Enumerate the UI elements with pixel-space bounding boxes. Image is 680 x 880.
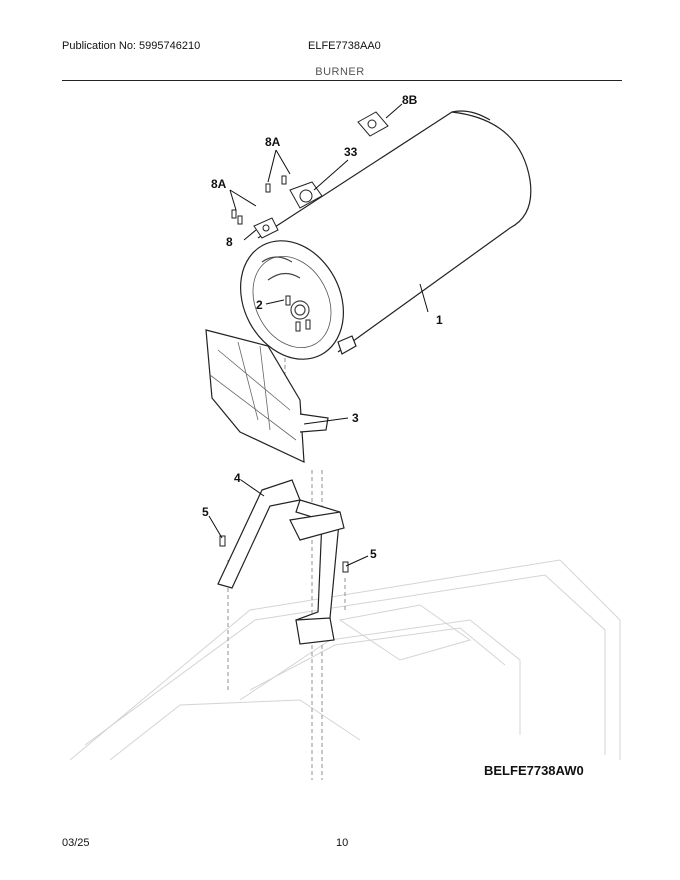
callout-1: 1 <box>436 313 443 327</box>
callout-8: 8 <box>226 235 233 249</box>
model-number: ELFE7738AA0 <box>308 40 381 52</box>
section-title: BURNER <box>315 66 365 78</box>
support-bracket <box>217 479 345 645</box>
callout-33: 33 <box>344 145 358 159</box>
leader-lines <box>208 103 429 567</box>
callout-5-right: 5 <box>370 547 377 561</box>
callout-8A-lower: 8A <box>211 177 227 191</box>
thermostat-8B <box>357 111 389 137</box>
publication-number: Publication No: 5995746210 <box>62 40 201 52</box>
diagram-reference-code: BELFE7738AW0 <box>484 763 584 778</box>
callout-8A-upper: 8A <box>265 135 281 149</box>
screws-2 <box>285 295 311 332</box>
screws-8A <box>231 175 287 225</box>
flame-sensor-33 <box>289 181 323 209</box>
header-rule <box>62 80 622 81</box>
thermostat-8 <box>253 217 279 239</box>
burner-housing <box>239 110 532 360</box>
callout-3: 3 <box>352 411 359 425</box>
cabinet-floor-outline <box>69 559 621 761</box>
callout-2: 2 <box>256 298 263 312</box>
page-number: 10 <box>336 837 349 849</box>
screws-5 <box>219 535 349 573</box>
callout-4: 4 <box>234 471 241 485</box>
callout-5-left: 5 <box>202 505 209 519</box>
footer-date: 03/25 <box>62 837 90 849</box>
callout-8B: 8B <box>402 93 418 107</box>
